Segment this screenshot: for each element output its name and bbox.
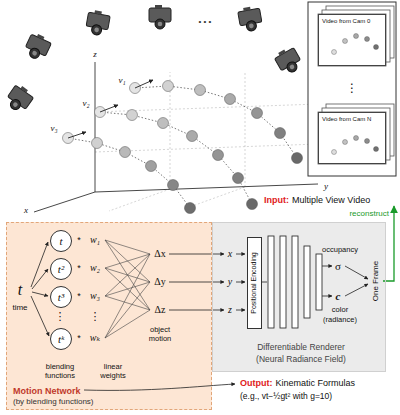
- box-label: Positional Encoding: [250, 252, 258, 314]
- motion-output: Δx: [154, 248, 165, 260]
- trajectories: [68, 86, 297, 208]
- panel-title: Differentiable Renderer: [257, 343, 345, 353]
- motion-network-panel: Motion Network(by blending functions) t t²…: [6, 222, 212, 410]
- video-frame-stacks: [318, 6, 394, 164]
- frame-caption: Video from Cam 0: [322, 18, 370, 25]
- cameras: [4, 5, 304, 115]
- blending-function-node: t³: [50, 286, 72, 308]
- multiply-sign: *: [77, 333, 81, 343]
- velocity-label: v₃: [50, 123, 57, 133]
- panel-title: Motion Network: [13, 386, 81, 396]
- velocity-label: v₁: [118, 75, 125, 85]
- motion-arrows: [84, 254, 368, 390]
- grid-lines: [95, 72, 318, 211]
- axes: [34, 62, 318, 212]
- function-symbol: tᵏ: [58, 333, 64, 346]
- multiply-sign: *: [77, 263, 81, 273]
- coordinate-input: z: [228, 304, 232, 316]
- reconstruct-label: reconstruct: [349, 209, 389, 218]
- time-label: time: [12, 303, 27, 312]
- ellipsis: ⋮: [90, 310, 101, 323]
- axis-label: y: [324, 181, 328, 191]
- time-symbol: t: [18, 281, 22, 299]
- function-symbol: t²: [58, 263, 64, 276]
- axis-label: x: [24, 205, 28, 215]
- blending-function-node: t: [50, 230, 72, 252]
- motion-output: Δy: [154, 276, 165, 288]
- motion-panel-ground: [6, 222, 212, 410]
- coordinate-input: y: [228, 276, 232, 288]
- network-layers: [268, 236, 322, 328]
- blending-function-node: tᵏ: [50, 328, 72, 350]
- axis-label: z: [93, 49, 97, 59]
- weight-label: w₃: [90, 290, 100, 302]
- weight-lines: [105, 240, 150, 338]
- input-text: Multiple View Video: [292, 195, 370, 205]
- positional-encoding-box: Positional Encoding: [247, 237, 262, 329]
- column-label: blending functions: [36, 363, 84, 380]
- output-tag: Output:: [240, 378, 272, 388]
- time-arrows: [31, 242, 49, 336]
- video-box: [308, 2, 396, 176]
- video-frame-balls: [332, 34, 379, 155]
- output-text: Kinematic Formulas: [275, 378, 355, 388]
- ellipsis: ⋮: [55, 310, 66, 323]
- frame-label: One Frame: [371, 261, 380, 301]
- velocity-label: v₂: [82, 98, 89, 108]
- blending-function-node: t²: [50, 258, 72, 280]
- function-symbol: t³: [58, 291, 64, 304]
- output-label: (radiance): [323, 316, 357, 325]
- output-label: color: [332, 306, 348, 315]
- panel-subtitle: (Neural Radiance Field): [256, 355, 346, 365]
- input-tag: Input:: [264, 195, 289, 205]
- motion-output: Δz: [155, 304, 166, 316]
- column-label: linear weights: [93, 363, 133, 380]
- panel-subtitle: (by blending functions): [13, 397, 94, 406]
- coordinate-input: x: [228, 248, 232, 260]
- frame-caption: Video from Cam N: [322, 116, 371, 123]
- multiply-sign: *: [77, 235, 81, 245]
- ellipsis: • • •: [199, 17, 212, 26]
- weight-label: w₁: [90, 234, 100, 246]
- renderer-panel: Differentiable Renderer (Neural Radiance …: [212, 222, 386, 372]
- multiply-sign: *: [77, 291, 81, 301]
- velocity-arrows: [68, 80, 153, 138]
- formula-example: (e.g., vt−½gt² with g=10): [240, 392, 332, 402]
- color-symbol: c: [336, 290, 341, 303]
- video-frame: Video from Cam N: [318, 112, 386, 164]
- balls: [63, 81, 303, 214]
- video-frame: Video from Cam 0: [318, 14, 386, 66]
- renderer-panel-ground: [212, 222, 386, 372]
- weight-label: w₂: [90, 262, 100, 274]
- column-label: object motion: [140, 326, 180, 343]
- output-label: occupancy: [322, 246, 358, 255]
- ellipsis: ⋮: [346, 82, 358, 96]
- function-symbol: t: [59, 235, 62, 248]
- density-symbol: σ: [335, 260, 341, 273]
- weight-label: wₖ: [90, 332, 100, 344]
